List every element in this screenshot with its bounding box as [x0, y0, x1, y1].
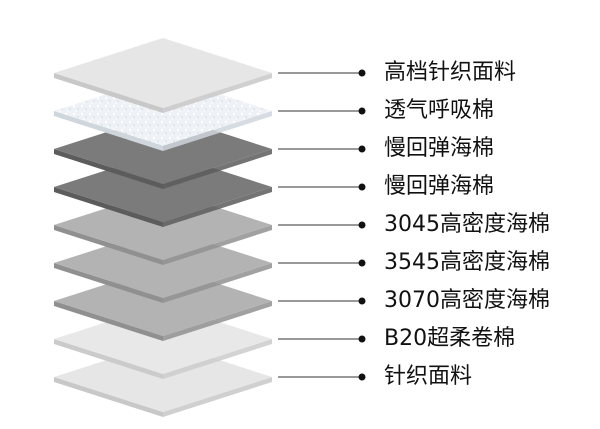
layer-side-right	[163, 225, 272, 265]
layer-side-left	[54, 225, 163, 265]
layer-side-left	[54, 339, 163, 379]
layer-side-right	[163, 111, 272, 151]
layer-label-4: 慢回弹海棉	[384, 174, 495, 199]
layer-label-9: 针织面料	[384, 364, 473, 389]
layer-side-left	[54, 263, 163, 303]
layer-side-right	[163, 263, 272, 303]
leader-dot	[358, 107, 366, 115]
layer-side-left	[54, 301, 163, 341]
leader-dot	[358, 221, 366, 229]
leader-dot	[358, 145, 366, 153]
layer-side-right	[163, 149, 272, 189]
leader-dot	[358, 69, 366, 77]
layer-side-left	[54, 73, 163, 113]
layer-label-5: 3045高密度海棉	[384, 212, 550, 237]
layer-side-right	[163, 377, 272, 417]
layer-side-right	[163, 187, 272, 227]
leader-dot	[358, 335, 366, 343]
leader-dot	[358, 373, 366, 381]
layer-side-right	[163, 73, 272, 113]
layer-side-left	[54, 111, 163, 151]
leader-dot	[358, 183, 366, 191]
layer-label-8: B20超柔卷棉	[384, 326, 516, 351]
layer-1	[54, 38, 272, 113]
leader-dot	[358, 259, 366, 267]
layer-side-right	[163, 339, 272, 379]
layer-label-7: 3070高密度海棉	[384, 288, 550, 313]
layer-label-1: 高档针织面料	[384, 60, 517, 85]
layer-label-6: 3545高密度海棉	[384, 250, 550, 275]
layer-top-face	[54, 38, 272, 108]
layer-side-right	[163, 301, 272, 341]
layer-label-2: 透气呼吸棉	[384, 98, 495, 123]
layer-side-left	[54, 187, 163, 227]
layer-label-3: 慢回弹海棉	[384, 136, 495, 161]
layer-side-left	[54, 377, 163, 417]
leader-dot	[358, 297, 366, 305]
layer-side-left	[54, 149, 163, 189]
